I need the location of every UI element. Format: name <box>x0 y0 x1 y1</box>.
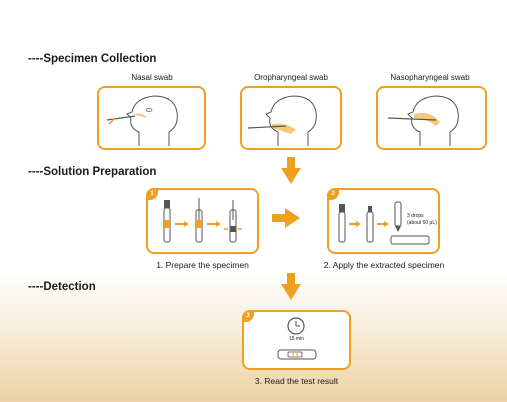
caption-oropharyngeal-swab: Oropharyngeal swab <box>254 73 328 82</box>
oropharyngeal-swab-illustration <box>247 95 317 146</box>
step2-badge: 2 <box>327 188 339 200</box>
nasal-swab-panel <box>97 86 206 150</box>
nasal-swab-illustration <box>106 95 178 146</box>
step3-caption: 3. Read the test result <box>254 376 339 386</box>
arrow-right-icon <box>272 208 300 228</box>
drops-label: 3 drops <box>407 213 424 219</box>
section-title-preparation: ----Solution Preparation <box>28 166 157 178</box>
caption-nasopharyngeal-swab: Nasopharyngeal swab <box>390 73 470 82</box>
step2-caption: 2. Apply the extracted specimen <box>323 260 445 270</box>
step2-panel: 2 3 drops (about 60 μL) <box>327 188 440 254</box>
volume-label: (about 60 μL) <box>407 220 437 226</box>
step3-panel: 3 15 min <box>242 310 351 370</box>
section-title-detection: ----Detection <box>28 281 96 293</box>
nasopharyngeal-swab-panel <box>376 86 487 150</box>
section-title-collection: ----Specimen Collection <box>28 53 157 65</box>
read-result-illustration <box>277 317 317 360</box>
timer-label: 15 min <box>288 336 304 342</box>
step1-badge: 1 <box>146 188 158 200</box>
arrow-down-icon <box>281 157 301 184</box>
test-cassette-icon <box>277 349 317 360</box>
caption-nasal-swab: Nasal swab <box>131 73 173 82</box>
arrow-down-icon-2 <box>281 273 301 300</box>
step3-badge: 3 <box>242 310 254 322</box>
apply-specimen-illustration <box>338 201 430 245</box>
clock-icon <box>287 317 305 335</box>
step1-caption: 1. Prepare the specimen <box>156 260 249 270</box>
step1-panel: 1 <box>146 188 259 254</box>
nasopharyngeal-swab-illustration <box>387 95 459 146</box>
prepare-specimen-illustration <box>163 198 242 243</box>
oropharyngeal-swab-panel <box>240 86 342 150</box>
